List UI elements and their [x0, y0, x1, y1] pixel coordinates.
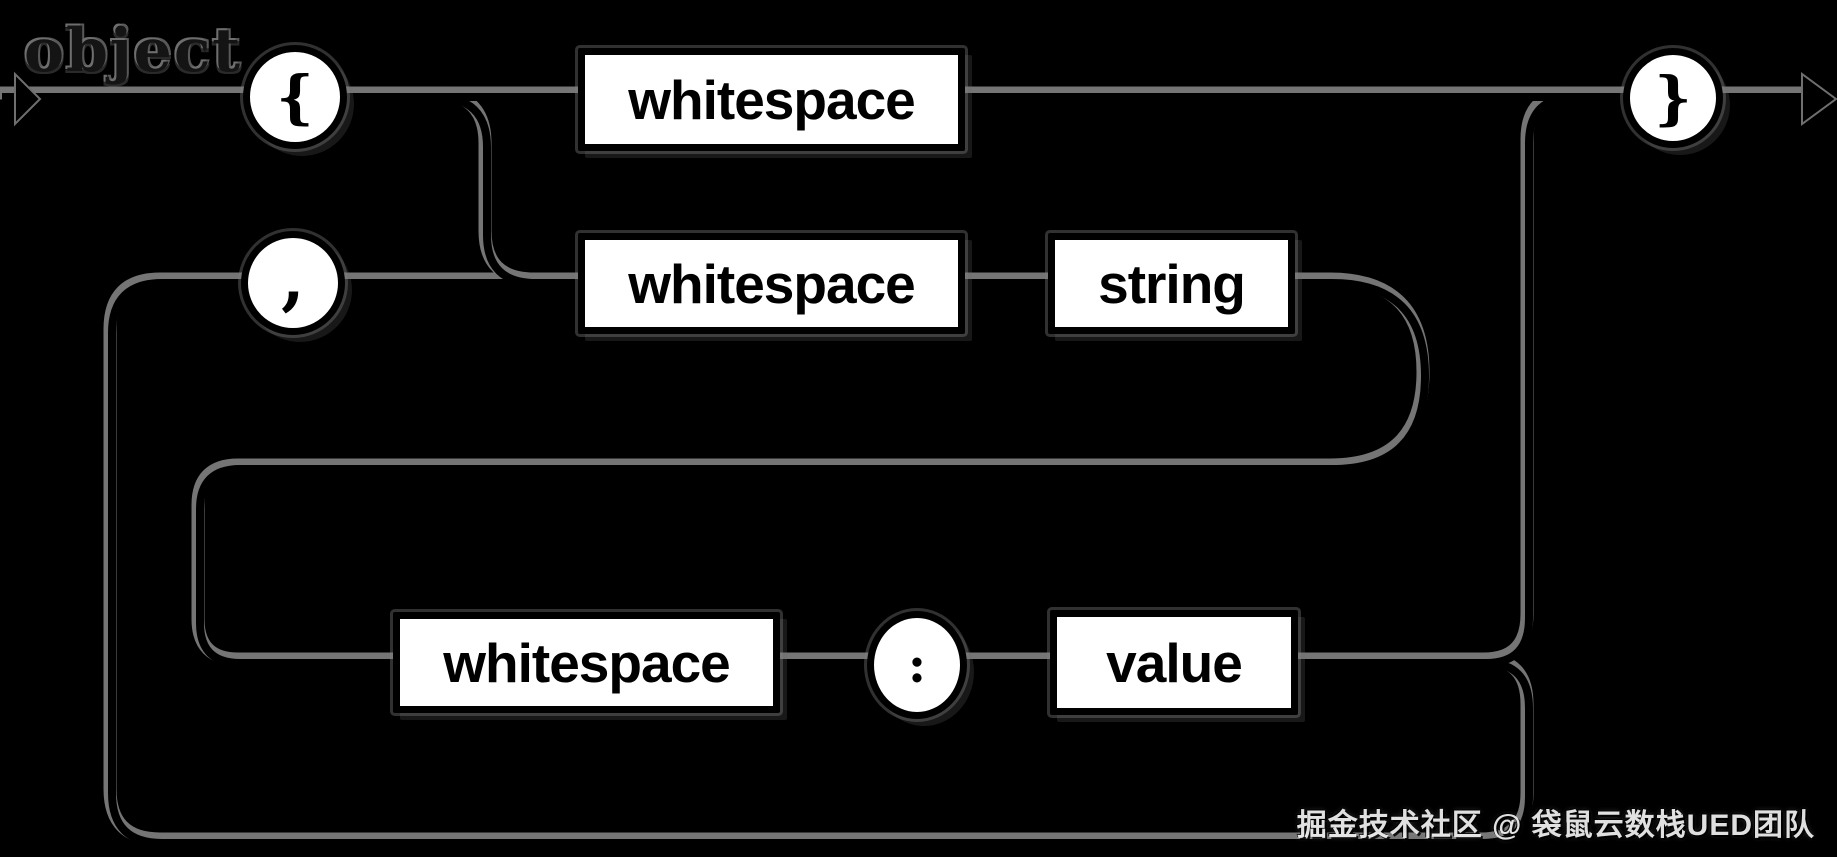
node-label: whitespace [628, 252, 916, 315]
terminal-colon: : [867, 611, 967, 719]
rail-core-layer [2, 97, 1806, 843]
node-whitespace-bottom: whitespace [393, 612, 780, 713]
colon-glyph: : [907, 635, 927, 694]
comma-glyph: , [281, 239, 305, 319]
node-value: value [1050, 610, 1298, 715]
node-label: whitespace [443, 631, 731, 694]
terminal-open-brace: { [243, 45, 347, 149]
terminal-close-brace: } [1623, 48, 1723, 148]
end-arrow-icon [1801, 72, 1837, 126]
diagram-title: object [24, 16, 243, 86]
node-whitespace-middle: whitespace [578, 233, 965, 334]
open-brace-glyph: { [276, 63, 314, 131]
start-arrow-icon [14, 71, 42, 127]
node-string: string [1048, 233, 1295, 334]
watermark: 掘金技术社区 @ 袋鼠云数栈UED团队 [1296, 809, 1815, 842]
node-label: whitespace [628, 68, 916, 131]
node-whitespace-top: whitespace [578, 48, 965, 151]
close-brace-glyph: } [1654, 64, 1692, 132]
node-label: string [1098, 252, 1246, 315]
terminal-comma: , [241, 231, 345, 335]
node-label: value [1106, 631, 1243, 694]
